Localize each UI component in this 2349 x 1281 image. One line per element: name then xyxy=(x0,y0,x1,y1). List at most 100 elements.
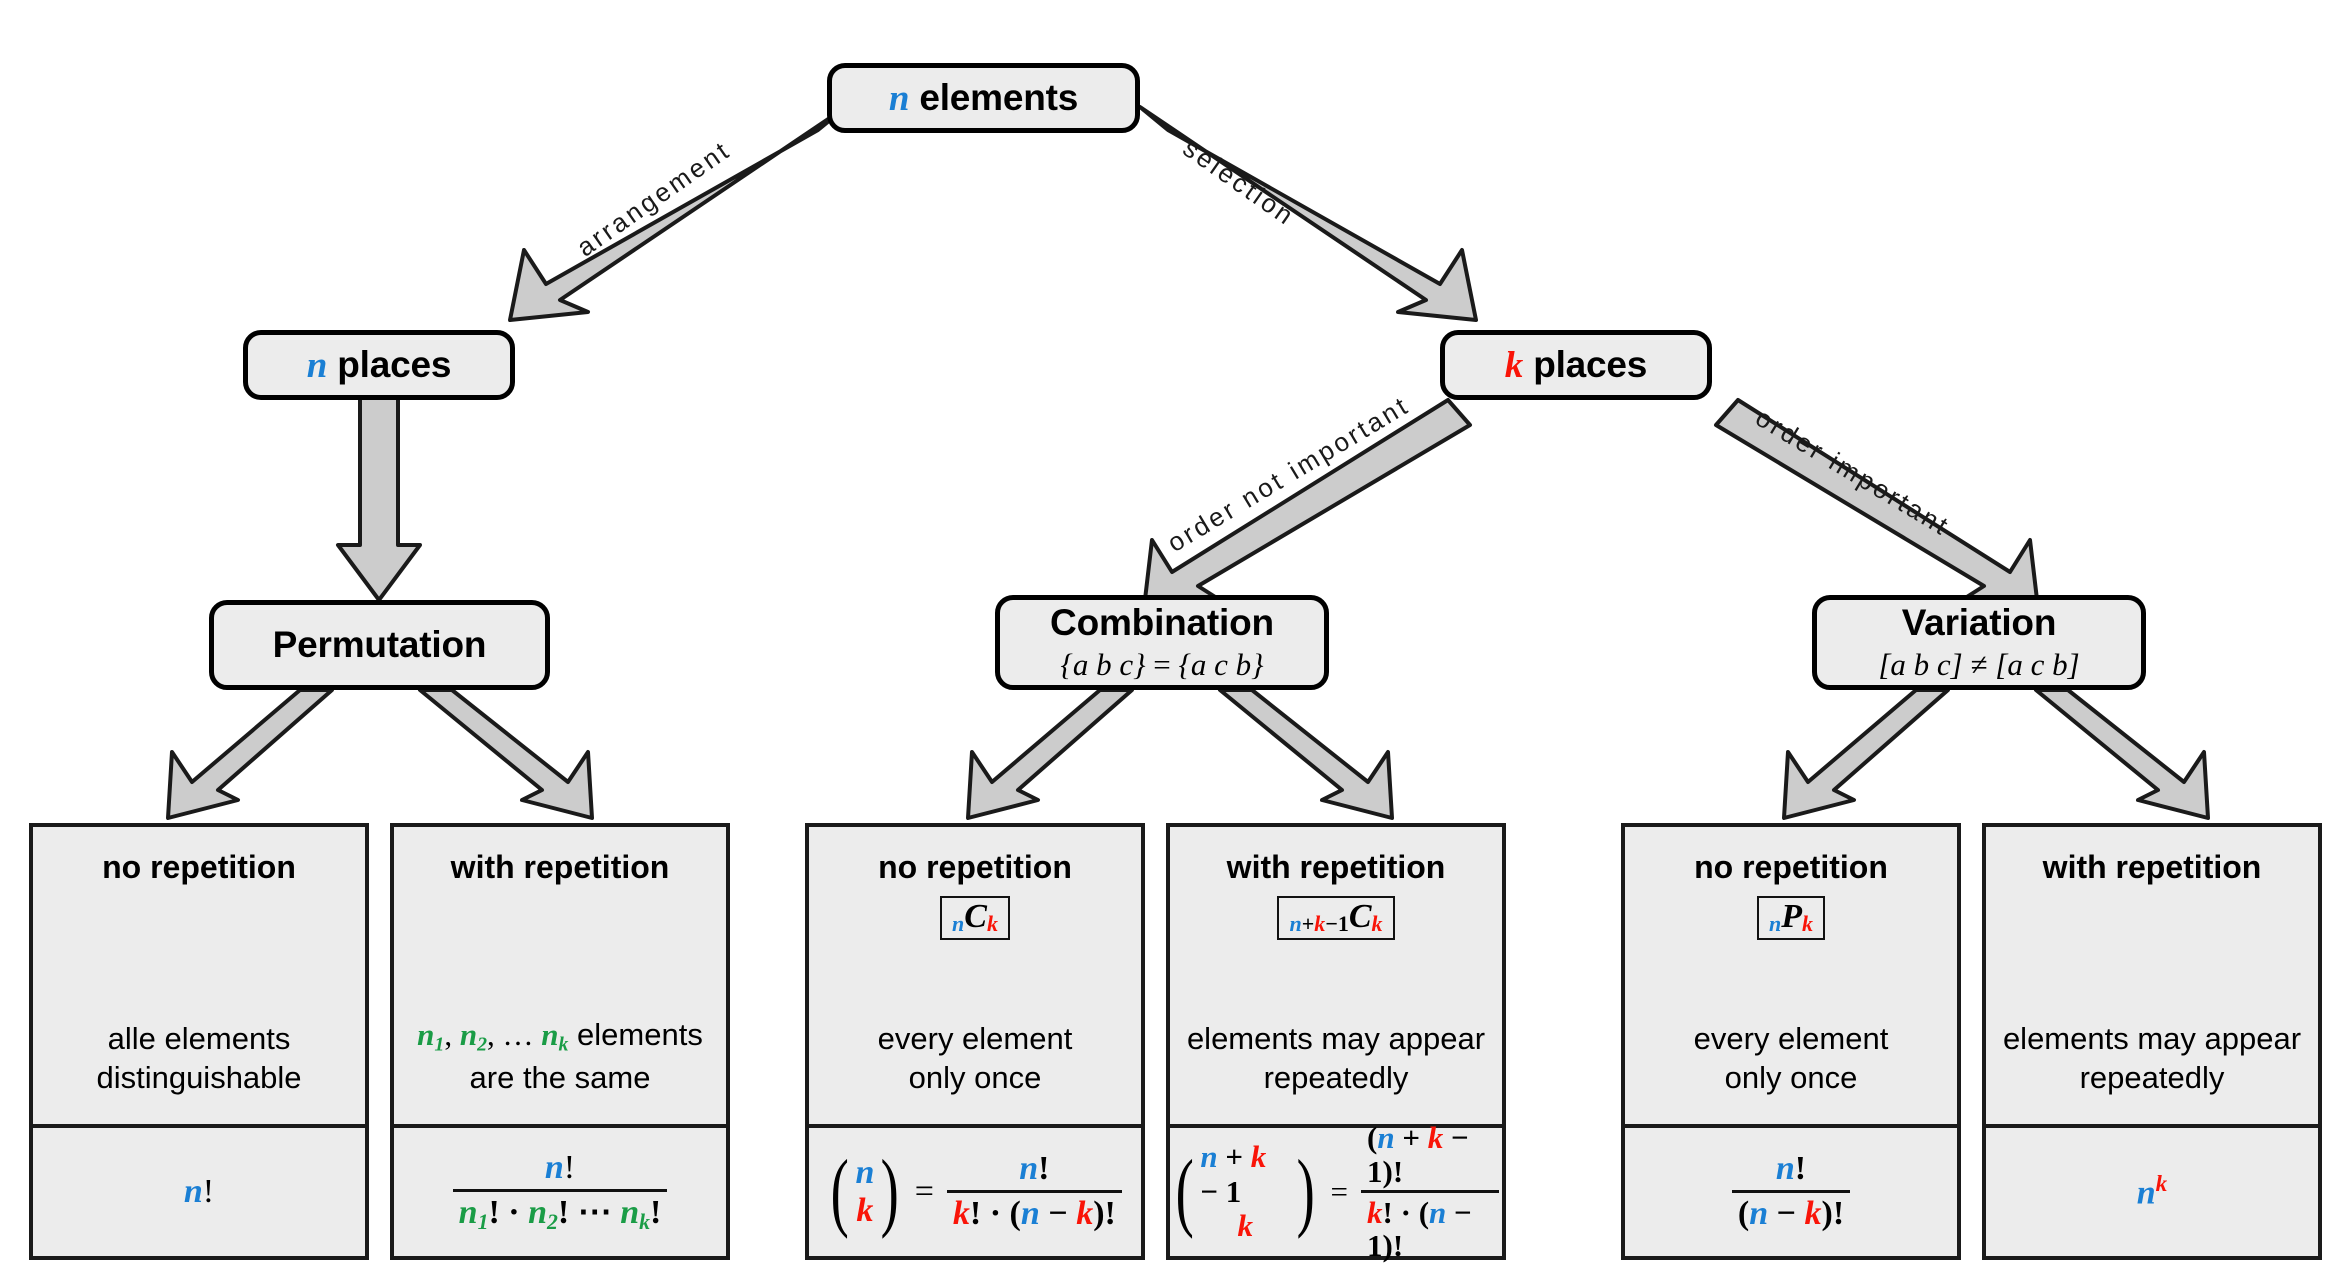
leaf-upper: no repetition nPk every element only onc… xyxy=(1625,827,1957,1124)
leaf-description: alle elements distinguishable xyxy=(33,1019,365,1098)
leaf-formula: ( n + k − 1 k ) = (n + k − 1)! k! · (n −… xyxy=(1170,1120,1502,1263)
edge-label-selection: selection xyxy=(1177,132,1302,232)
leaf-variation-no-repetition[interactable]: no repetition nPk every element only onc… xyxy=(1621,823,1961,1260)
arrow-combination-left xyxy=(966,688,1134,820)
node-variation-label: Variation xyxy=(1901,602,2057,644)
arrow-variation-right xyxy=(2034,688,2210,820)
leaf-heading: no repetition xyxy=(102,849,296,885)
leaf-desc-tail: elements xyxy=(577,1017,703,1053)
notation-C: C xyxy=(964,898,987,935)
paren-left: ( xyxy=(1175,1142,1194,1240)
fraction-denominator: k! · (n − k)! xyxy=(946,1190,1122,1233)
leaf-desc-line1: every element xyxy=(877,1020,1073,1056)
notation-sub-n: n xyxy=(1289,911,1302,936)
leaf-formula: n! n1! · n2! ⋯ nk! xyxy=(394,1124,726,1256)
combination-set-open: { xyxy=(1060,646,1073,682)
paren-left: ( xyxy=(830,1142,849,1240)
symbol-k: k xyxy=(1504,344,1524,386)
binomial-stack: n k xyxy=(854,1154,875,1230)
combination-set-a: a b c xyxy=(1072,646,1134,682)
paren-right: ) xyxy=(880,1142,900,1240)
notation-plus: + xyxy=(1301,911,1315,936)
symbol-k-exponent: k xyxy=(2155,1171,2168,1198)
node-permutation[interactable]: Permutation xyxy=(209,600,550,690)
node-combination-sublabel: {a b c} = {a c b} xyxy=(1060,646,1263,683)
fraction-numerator: n! xyxy=(544,1148,576,1186)
leaf-heading: with repetition xyxy=(2042,849,2262,885)
notation-P: P xyxy=(1781,898,1803,935)
leaf-upper: no repetition nCk every element only onc… xyxy=(809,827,1141,1124)
leaf-formula: n! (n − k)! xyxy=(1625,1124,1957,1256)
arrow-order-not-important xyxy=(1142,398,1472,610)
leaf-desc-line2: repeatedly xyxy=(2079,1060,2225,1096)
node-permutation-label: Permutation xyxy=(272,624,487,666)
variation-seq-b: a c b xyxy=(2007,646,2068,682)
notation-sub-k: k xyxy=(1802,911,1814,936)
leaf-variation-with-repetition[interactable]: with repetition elements may appear repe… xyxy=(1982,823,2322,1260)
leaf-desc-line1: elements may appear xyxy=(2002,1020,2302,1056)
notation-sub-k2: k xyxy=(1371,911,1383,936)
arrow-arrangement xyxy=(508,105,848,322)
leaf-permutation-with-repetition[interactable]: with repetition n1, n2, … nk elements ar… xyxy=(390,823,730,1260)
node-n-elements-text: elements xyxy=(909,76,1079,118)
leaf-description: every element only once xyxy=(809,1019,1141,1098)
leaf-desc-line1: every element xyxy=(1693,1020,1889,1056)
paren-right: ) xyxy=(1296,1142,1315,1240)
binomial-coefficient: ( n k ) xyxy=(825,1142,905,1240)
combination-set-open-2: { xyxy=(1178,646,1191,682)
fraction: n! k! · (n − k)! xyxy=(946,1150,1122,1233)
variation-seq-a: a b c xyxy=(1890,646,1951,682)
equals-sign: = xyxy=(1330,1174,1349,1209)
node-n-places-label: n places xyxy=(307,344,452,386)
leaf-upper: with repetition elements may appear repe… xyxy=(1986,827,2318,1124)
leaf-combination-no-repetition[interactable]: no repetition nCk every element only onc… xyxy=(805,823,1145,1260)
fraction-numerator: n! xyxy=(1775,1150,1807,1188)
symbol-n: n xyxy=(888,77,910,119)
notation-minus: − xyxy=(1325,911,1338,936)
node-variation[interactable]: Variation [a b c] ≠ [a c b] xyxy=(1812,595,2146,690)
leaf-desc-line2: distinguishable xyxy=(96,1060,302,1096)
arrow-variation-left xyxy=(1782,688,1950,820)
binomial-stack: n + k − 1 k xyxy=(1199,1139,1291,1244)
node-k-places-label: k places xyxy=(1504,343,1648,386)
edge-label-arrangement: arrangement xyxy=(571,134,737,263)
node-combination[interactable]: Combination {a b c} = {a c b} xyxy=(995,595,1329,690)
leaf-description: every element only once xyxy=(1625,1019,1957,1098)
node-combination-label: Combination xyxy=(1050,602,1274,644)
notation-sub-k: k xyxy=(1314,911,1326,936)
node-n-places[interactable]: n places xyxy=(243,330,515,400)
equals-sign: = xyxy=(914,1173,934,1210)
node-k-places-text: places xyxy=(1523,343,1648,385)
leaf-formula: nk xyxy=(1986,1124,2318,1256)
symbol-factorial: ! xyxy=(202,1173,215,1210)
leaf-heading: with repetition xyxy=(1226,849,1446,885)
fraction-denominator: k! · (n − 1)! xyxy=(1361,1190,1499,1263)
edge-label-order-not-important: order not important xyxy=(1162,389,1415,558)
leaf-combination-with-repetition[interactable]: with repetition n+k−1Ck elements may app… xyxy=(1166,823,1506,1263)
binomial-bottom: k xyxy=(856,1192,874,1229)
leaf-description: elements may appear repeatedly xyxy=(1170,1019,1502,1098)
leaf-permutation-no-repetition[interactable]: no repetition alle elements distinguisha… xyxy=(29,823,369,1260)
node-k-places[interactable]: k places xyxy=(1440,330,1712,400)
notation-sub-k: k xyxy=(986,911,998,936)
binomial-coefficient: ( n + k − 1 k ) xyxy=(1170,1139,1321,1244)
combination-set-b: a c b xyxy=(1190,646,1252,682)
leaf-desc-line2: repeatedly xyxy=(1263,1060,1409,1096)
leaf-upper: no repetition alle elements distinguisha… xyxy=(33,827,365,1124)
binomial-bottom: k xyxy=(1237,1208,1254,1244)
combination-relation: = xyxy=(1153,646,1171,682)
leaf-notation-npkm1Ck: n+k−1Ck xyxy=(1277,896,1395,940)
fraction-denominator: (n − k)! xyxy=(1731,1190,1851,1233)
variation-seq-open: [ xyxy=(1878,646,1891,682)
combination-set-close: } xyxy=(1133,646,1146,682)
leaf-formula: ( n k ) = n! k! · (n − k)! xyxy=(809,1124,1141,1256)
node-n-elements[interactable]: n elements xyxy=(827,63,1140,133)
leaf-formula: n! xyxy=(33,1124,365,1256)
variation-seq-close-2: ] xyxy=(2067,646,2080,682)
leaf-upper: with repetition n+k−1Ck elements may app… xyxy=(1170,827,1502,1124)
fraction: n! n1! · n2! ⋯ nk! xyxy=(452,1148,668,1234)
leaf-heading: no repetition xyxy=(878,849,1072,885)
fraction-numerator: (n + k − 1)! xyxy=(1367,1120,1469,1189)
node-n-elements-label: n elements xyxy=(889,77,1078,119)
